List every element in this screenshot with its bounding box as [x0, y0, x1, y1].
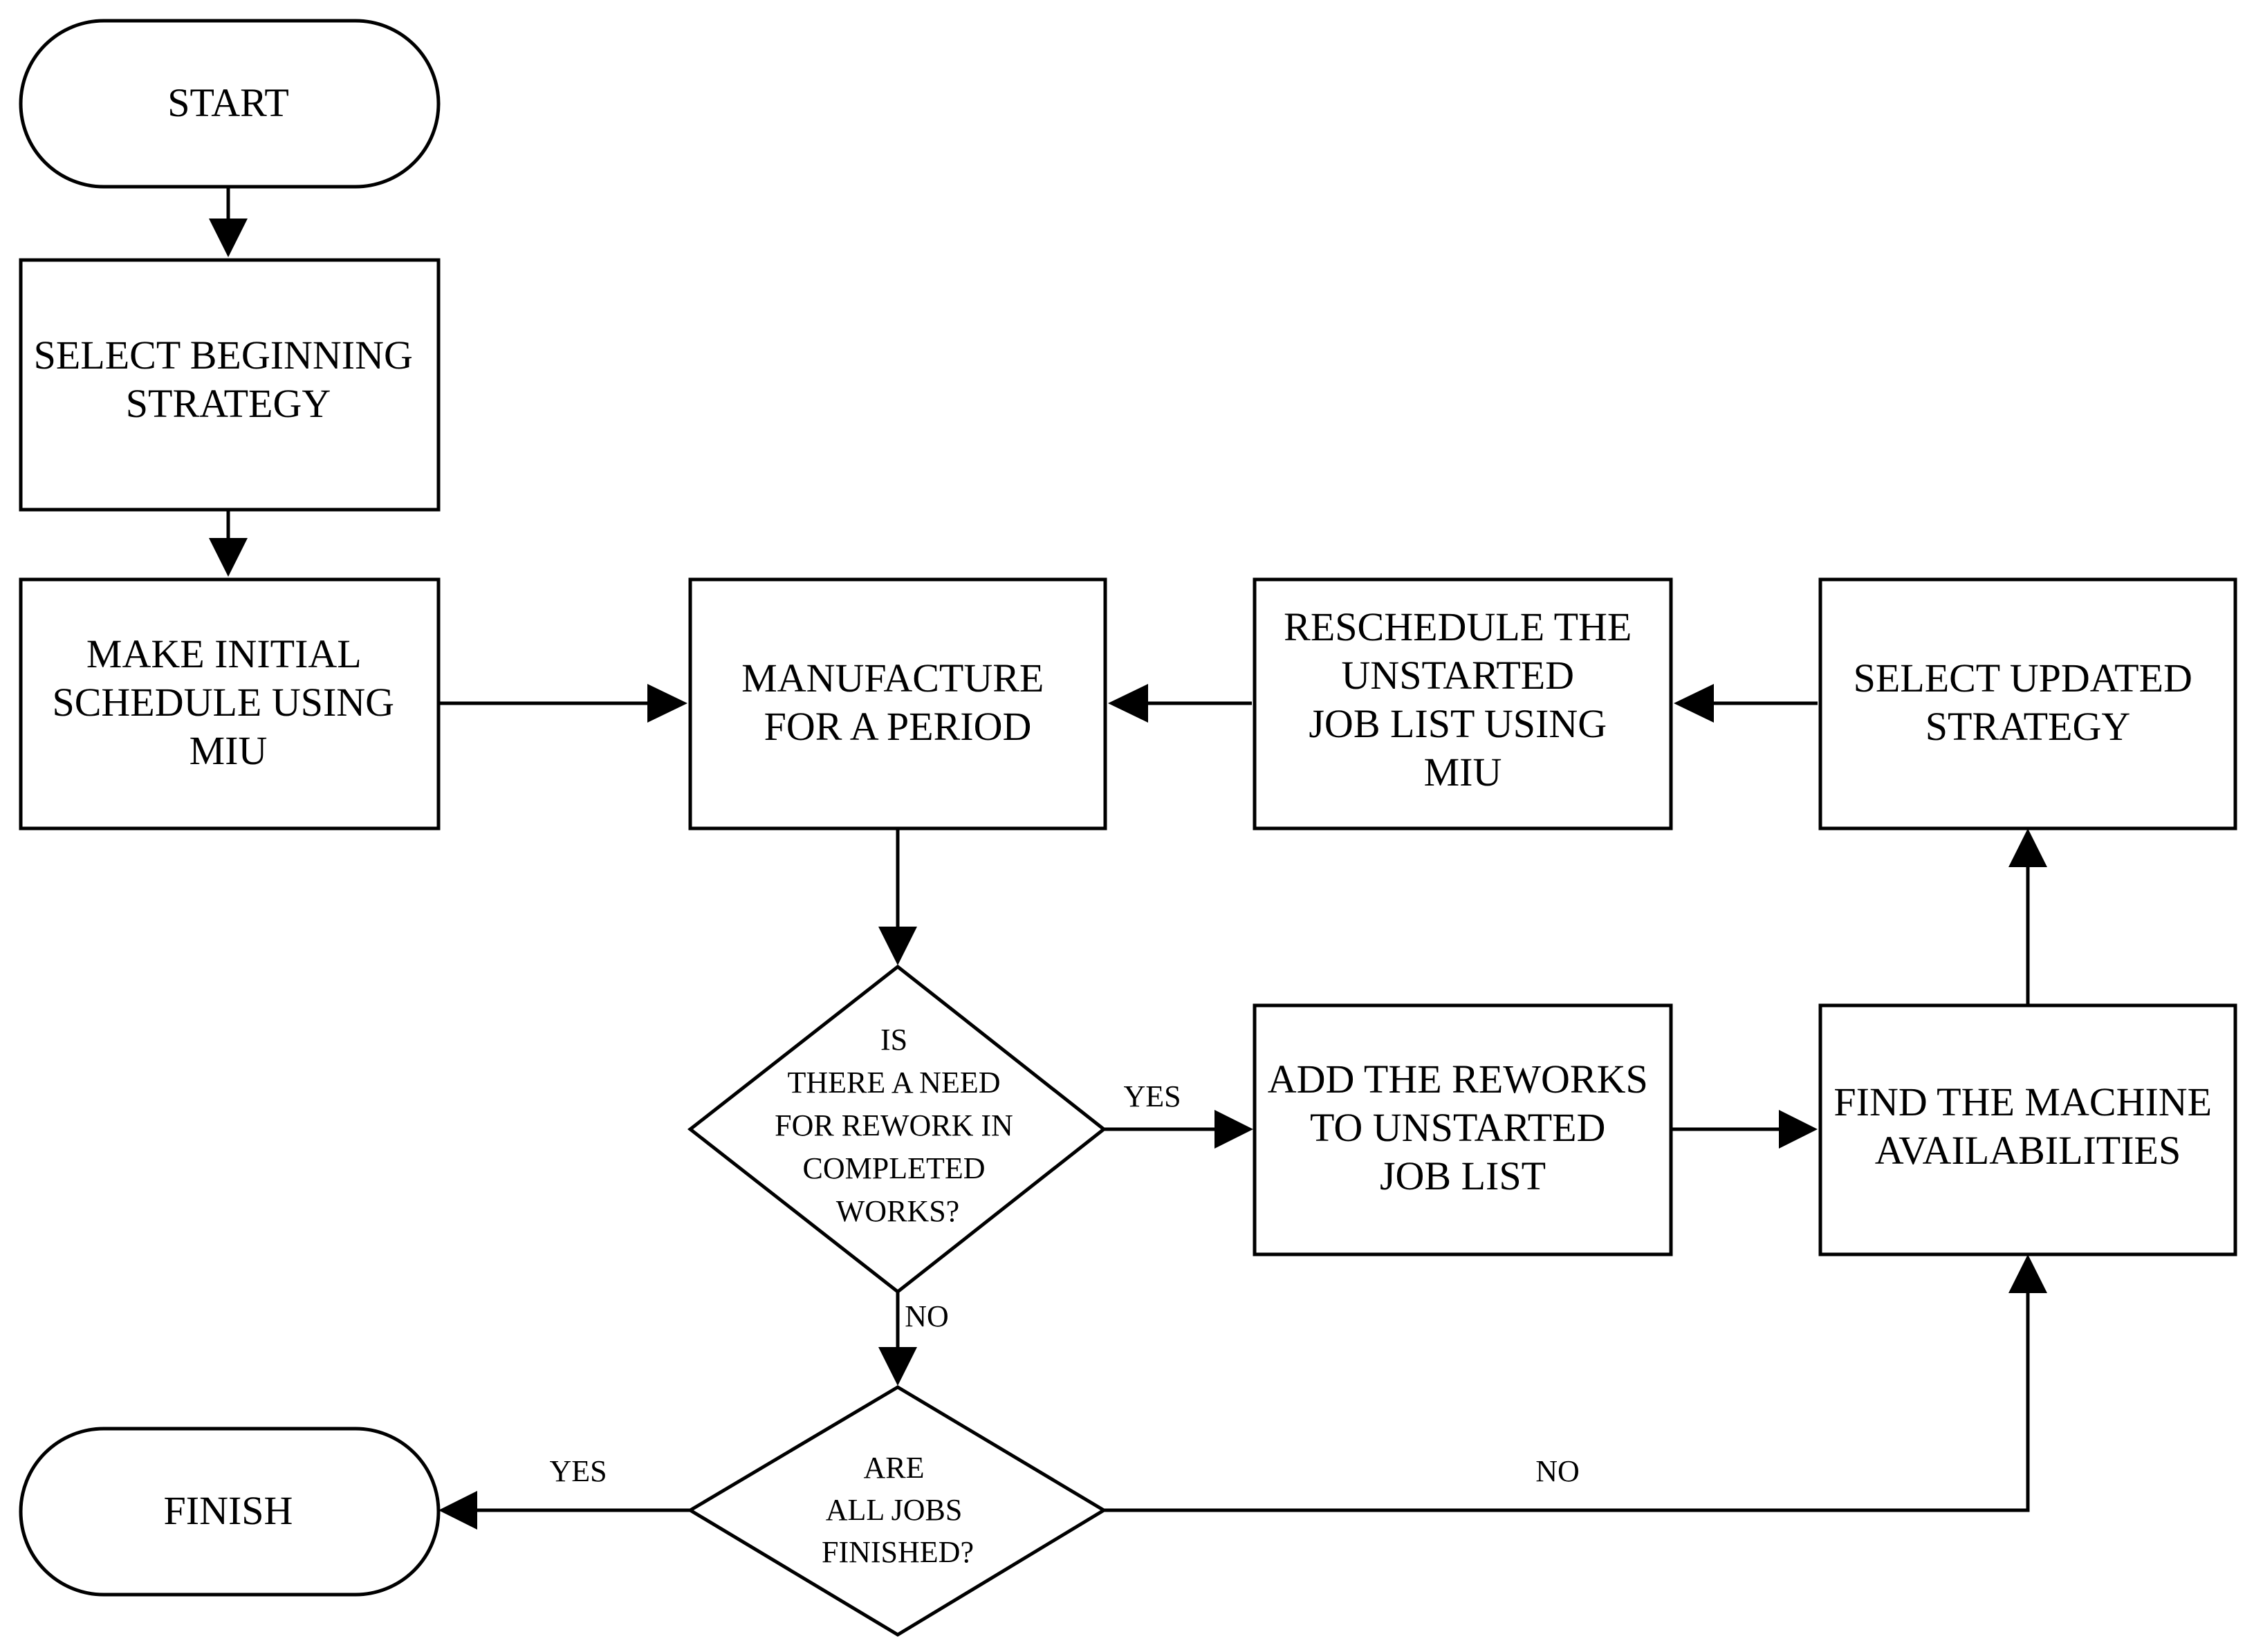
- svg-text:SELECT BEGINNING STRATEG: SELECT BEGINNING STRATEGY: [34, 333, 423, 426]
- manufacture-box: MANUFACTURE FOR A PERIOD: [688, 577, 1107, 830]
- svg-text:FIND THE MACHINE AVAILAB: FIND THE MACHINE AVAILABILITIES: [1833, 1079, 2221, 1173]
- edge-jobs-no: [1104, 1290, 2030, 1512]
- svg-text:ARE ALL JOBS FINIS: ARE ALL JOBS FINISHED?: [822, 1451, 974, 1569]
- jobs-decision-line-3: FINISHED?: [822, 1535, 974, 1569]
- svg-text:SELECT UPDATED STRATEGY: SELECT UPDATED STRATEGY: [1854, 656, 2203, 749]
- select-updated-strategy-box: SELECT UPDATED STRATEGY: [1818, 577, 2237, 830]
- jobs-decision-line-1: ARE: [864, 1451, 925, 1485]
- select-beginning-line-1: SELECT BEGINNING: [34, 333, 413, 378]
- arrowhead-jobs-decision: [878, 1347, 917, 1386]
- rework-decision-line-5: WORKS?: [836, 1194, 959, 1228]
- start-label: START: [167, 80, 289, 125]
- arrowhead-find-availabilities-left: [1779, 1110, 1818, 1149]
- arrowhead-select-updated: [2008, 828, 2047, 867]
- rework-decision-line-1: IS: [880, 1023, 907, 1057]
- add-reworks-box: ADD THE REWORKS TO UNSTARTED JOB LIST: [1253, 1003, 1673, 1256]
- arrowhead-make-initial: [209, 538, 248, 577]
- svg-text:IS THERE A NEED FO: IS THERE A NEED FOR REWORK IN COMPLETED …: [775, 1023, 1021, 1228]
- edge-labels: YES NO YES NO: [549, 1079, 1579, 1488]
- rework-decision-line-2: THERE A NEED: [788, 1066, 1001, 1099]
- select-beginning-line-2: STRATEGY: [126, 381, 331, 426]
- add-reworks-line-3: JOB LIST: [1380, 1153, 1546, 1198]
- select-updated-line-1: SELECT UPDATED: [1854, 656, 2192, 700]
- rework-yes-label: YES: [1123, 1079, 1181, 1113]
- find-availabilities-line-2: AVAILABILITIES: [1875, 1128, 2181, 1173]
- reschedule-box: RESCHEDULE THE UNSTARTED JOB LIST USING …: [1253, 577, 1673, 830]
- arrowhead-reschedule: [1674, 684, 1714, 723]
- connectors: [209, 187, 2047, 1530]
- select-beginning-strategy-box: SELECT BEGINNING STRATEGY: [19, 258, 441, 512]
- arrowhead-add-reworks: [1214, 1110, 1253, 1149]
- manufacture-line-1: MANUFACTURE: [741, 656, 1044, 700]
- reschedule-line-1: RESCHEDULE THE: [1284, 604, 1632, 649]
- rework-decision-line-3: FOR REWORK IN: [775, 1108, 1013, 1142]
- arrowhead-rework-decision: [878, 927, 917, 965]
- svg-text:MANUFACTURE FOR A PERIOD: MANUFACTURE FOR A PERIOD: [741, 656, 1054, 749]
- finish-terminal: FINISH: [19, 1427, 441, 1597]
- make-initial-line-3: MIU: [190, 728, 268, 773]
- select-updated-line-2: STRATEGY: [1925, 704, 2130, 749]
- jobs-decision-diamond: ARE ALL JOBS FINISHED?: [687, 1385, 1107, 1637]
- arrowhead-finish: [438, 1491, 477, 1530]
- arrowhead-manufacture-left: [647, 684, 687, 723]
- find-availabilities-line-1: FIND THE MACHINE: [1833, 1079, 2212, 1124]
- jobs-no-label: NO: [1535, 1454, 1580, 1488]
- arrowhead-find-availabilities-bottom: [2008, 1254, 2047, 1293]
- arrowhead-select-beginning: [209, 219, 248, 257]
- svg-text:MAKE INITIAL SCHEDULE US: MAKE INITIAL SCHEDULE USING MIU: [52, 631, 404, 773]
- arrowhead-manufacture-right: [1108, 684, 1148, 723]
- start-terminal: START: [19, 19, 441, 189]
- reschedule-line-4: MIU: [1424, 750, 1502, 795]
- rework-decision-line-4: COMPLETED: [803, 1151, 986, 1185]
- finish-label: FINISH: [164, 1488, 293, 1533]
- add-reworks-line-1: ADD THE REWORKS: [1268, 1057, 1648, 1102]
- manufacture-line-2: FOR A PERIOD: [764, 704, 1032, 749]
- make-initial-schedule-box: MAKE INITIAL SCHEDULE USING MIU: [19, 577, 441, 830]
- jobs-decision-line-2: ALL JOBS: [826, 1493, 963, 1527]
- reschedule-line-2: UNSTARTED: [1341, 653, 1574, 698]
- jobs-yes-label: YES: [549, 1454, 607, 1488]
- rework-decision-diamond: IS THERE A NEED FOR REWORK IN COMPLETED …: [687, 964, 1107, 1294]
- add-reworks-line-2: TO UNSTARTED: [1310, 1105, 1605, 1150]
- make-initial-line-2: SCHEDULE USING: [52, 680, 394, 725]
- rework-no-label: NO: [905, 1299, 949, 1333]
- svg-text:RESCHEDULE THE UNSTARTED: RESCHEDULE THE UNSTARTED JOB LIST USING …: [1284, 604, 1642, 795]
- find-availabilities-box: FIND THE MACHINE AVAILABILITIES: [1818, 1003, 2237, 1256]
- svg-text:ADD THE REWORKS TO UNSTA: ADD THE REWORKS TO UNSTARTED JOB LIST: [1268, 1057, 1658, 1198]
- reschedule-line-3: JOB LIST USING: [1309, 701, 1607, 746]
- make-initial-line-1: MAKE INITIAL: [86, 631, 360, 676]
